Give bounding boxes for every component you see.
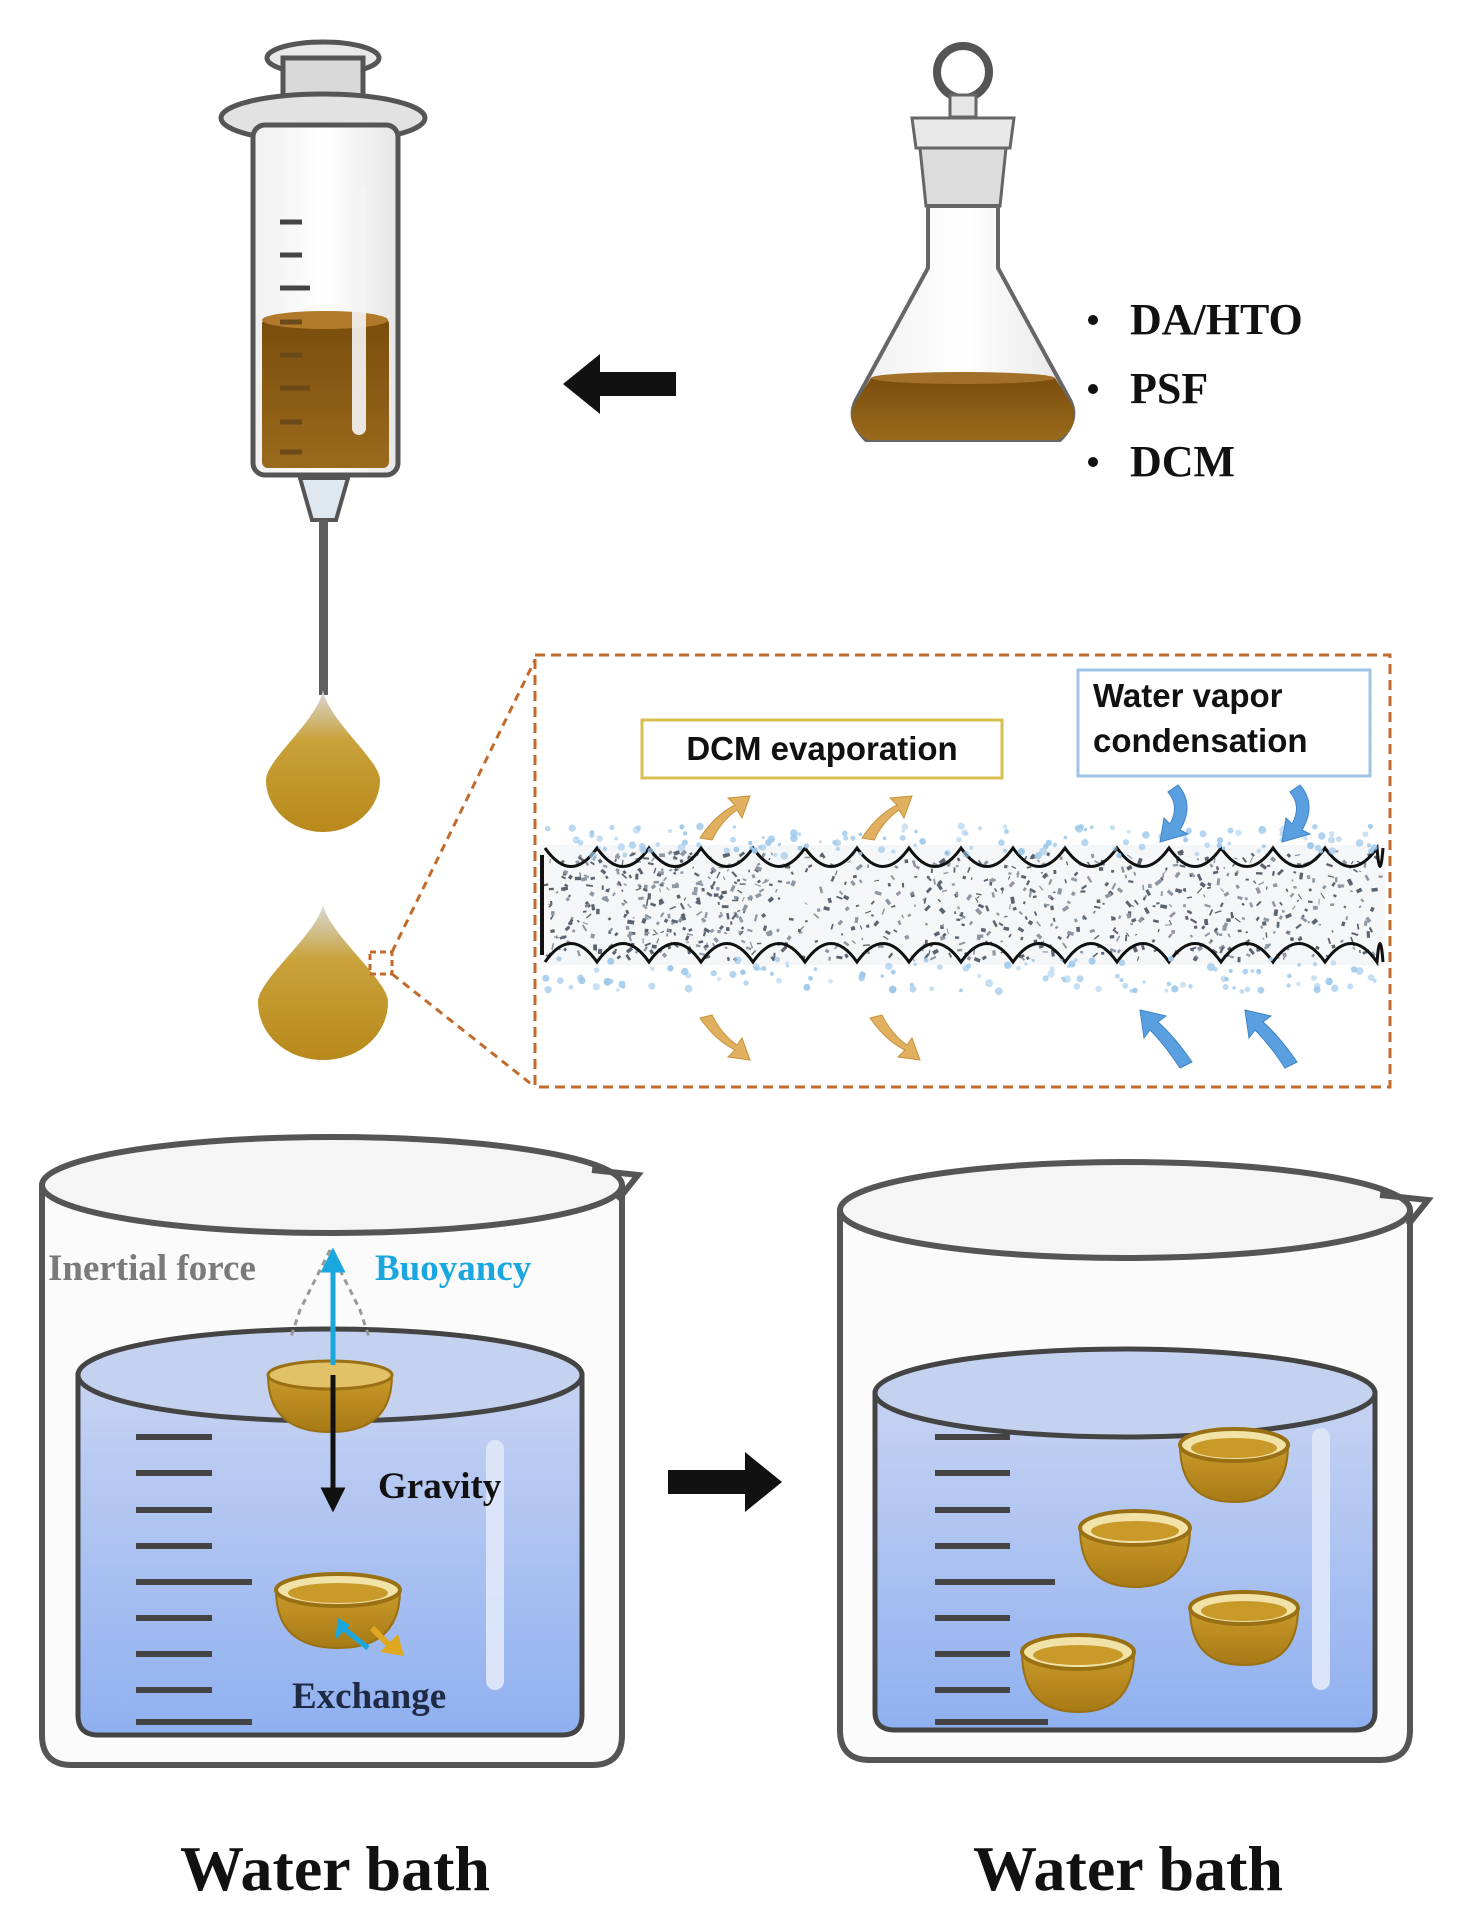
membrane-bowl (1020, 1633, 1136, 1714)
membrane-cross-section (540, 822, 1385, 996)
arrow-right-icon (668, 1452, 782, 1512)
condensation-arrows (1139, 784, 1312, 1069)
falling-droplet-1 (266, 690, 380, 832)
reagent-item: DCM (1130, 437, 1235, 486)
right-beaker-caption: Water bath (973, 1833, 1283, 1904)
membrane-bowl (1078, 1509, 1192, 1589)
reagent-item: PSF (1130, 364, 1208, 413)
reagent-item: DA/HTO (1130, 295, 1303, 344)
reagent-list: DA/HTO PSF DCM (1088, 295, 1303, 486)
water-vapor-label-line1: Water vapor (1093, 677, 1283, 714)
bullet-icon (1088, 457, 1098, 467)
left-beaker-caption: Water bath (180, 1833, 490, 1904)
bullet-icon (1088, 315, 1098, 325)
dcm-label-box (640, 718, 1004, 780)
falling-droplet-2 (258, 905, 388, 1060)
bullet-icon (1088, 384, 1098, 394)
inertial-force-label: Inertial force (48, 1248, 256, 1289)
beaker-right (837, 1159, 1434, 1763)
evaporation-arrows (699, 795, 921, 1061)
membrane-bowl (1188, 1590, 1300, 1667)
buoyancy-label: Buoyancy (375, 1248, 532, 1289)
arrow-left-icon (563, 354, 676, 414)
erlenmeyer-flask (850, 42, 1076, 442)
droplet-bowl-surface (266, 1359, 394, 1434)
water-vapor-label-line2: condensation (1093, 722, 1308, 759)
water-label-box (1076, 668, 1372, 778)
membrane-bowl (1178, 1427, 1290, 1504)
dcm-evaporation-label: DCM evaporation (686, 730, 957, 767)
exchange-arrows-icon (335, 1618, 404, 1656)
exchange-label: Exchange (292, 1676, 446, 1717)
beaker-left (39, 1134, 644, 1768)
zoom-callout-lines (368, 659, 537, 1089)
gravity-label: Gravity (378, 1466, 502, 1507)
syringe (218, 39, 428, 695)
